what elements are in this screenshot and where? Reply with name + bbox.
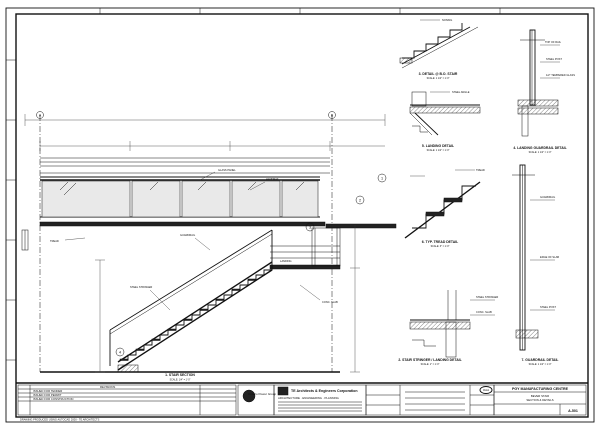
detail-3-title: 3. DETAIL @ B.O. STAIR — [419, 72, 458, 76]
note-edge-of-slab: EDGE OF SLAB — [540, 255, 559, 259]
detail-guardrail: GUARDRAIL EDGE OF SLAB STEEL POST — [512, 164, 559, 351]
detail-7-title: 7. GUARDRAIL DETAIL — [522, 358, 559, 362]
detail-stringer-landing: STEEL STRINGER CONC. SLAB 2. STAIR STRIN… — [398, 290, 558, 366]
title-block: REVISIONS ISSUED FOR TENDER ISSUED FOR P… — [16, 382, 588, 422]
detail-7-scale: SCALE: 1 1/2" = 1'-0" — [529, 363, 552, 366]
detail-5-title: 5. LANDING DETAIL — [422, 144, 454, 148]
revision-3: ISSUED FOR CONSTRUCTION — [33, 397, 73, 401]
detail-5-scale: SCALE: 1 1/2" = 1'-0" — [427, 149, 450, 152]
note-steel-stringer: STEEL STRINGER — [130, 285, 152, 289]
note-handrail: HANDRAIL — [266, 177, 280, 181]
detail-1-title: 1. STAIR SECTION — [165, 373, 195, 377]
note-guardrail-detail: GUARDRAIL — [540, 195, 556, 199]
detail-6-scale: SCALE: 3" = 1'-0" — [431, 245, 450, 248]
note-stringer-detail: STEEL STRINGER — [476, 295, 498, 299]
note-tread: TREAD — [50, 239, 59, 243]
callout-2: 2 — [359, 199, 361, 203]
callout-3: 3 — [309, 226, 311, 230]
detail-6-title: 6. TYP. TREAD DETAIL — [422, 240, 458, 244]
revision-1: ISSUED FOR TENDER — [33, 389, 62, 393]
client-logo: Ontario Power Group — [248, 392, 277, 396]
detail-landing-guardrail-caption: 4. LANDING GUARDRAIL DETAIL SCALE: 1 1/2… — [513, 107, 567, 154]
detail-3-scale: SCALE: 1 1/2" = 1'-0" — [427, 77, 450, 80]
detail-bo-stair: NOSING 3. DETAIL @ B.O. STAIR SCALE: 1 1… — [399, 18, 479, 80]
detail-2-scale: SCALE: 1" = 1'-0" — [421, 363, 440, 366]
note-top-of-rail: TOP OF RAIL — [545, 40, 562, 44]
note-steel-post: STEEL POST — [546, 57, 562, 61]
callout-4: 4 — [119, 351, 121, 355]
detail-landing-guardrail: TOP OF RAIL STEEL POST 1/2" TEMPERED GLA… — [517, 29, 575, 137]
detail-4-scale: SCALE: 1 1/2" = 1'-0" — [529, 151, 552, 154]
revision-table — [17, 384, 237, 416]
note-steel-angle: STEEL ANGLE — [452, 90, 470, 94]
grid-bubble-a: A — [39, 113, 42, 117]
detail-1-scale: SCALE: 1/4" = 1'-0" — [170, 379, 191, 382]
firm-name: TE Architects & Engineers Corporation — [291, 389, 358, 393]
note-landing: LANDING — [280, 259, 292, 263]
note-guardrail: GUARDRAIL — [180, 233, 196, 237]
grid-bubble-b: B — [331, 113, 334, 117]
note-conc-slab-detail: CONC. SLAB — [476, 310, 492, 314]
stair-section: A B 1 2 3 4 GLASS PANEL HANDRAIL STEEL S… — [21, 111, 397, 382]
detail-4-title: 4. LANDING GUARDRAIL DETAIL — [513, 146, 566, 150]
project-name: PGY MANUFACTURING CENTRE — [512, 387, 569, 391]
detail-typ-tread: TREAD 6. TYP. TREAD DETAIL SCALE: 3" = 1… — [404, 168, 485, 248]
sheet-title-2: SECTION & DETAILS — [526, 398, 553, 402]
stamp-seal — [479, 386, 493, 394]
note-glass-panel: GLASS PANEL — [218, 168, 236, 172]
callout-1: 1 — [381, 177, 383, 181]
sheet-title-1: BEVER STAIR — [531, 394, 549, 398]
border-ticks — [6, 8, 501, 361]
detail-2-title: 2. STAIR STRINGER / LANDING DETAIL — [398, 358, 461, 362]
footer-note: DRAWING PRODUCED USING AUTOCAD 2000 - TE… — [20, 418, 100, 422]
note-steel-post-detail: STEEL POST — [540, 305, 556, 309]
note-tread-detail: TREAD — [476, 168, 485, 172]
inner-border — [15, 13, 589, 418]
revision-header: REVISIONS — [100, 385, 115, 389]
note-nosing: NOSING — [442, 18, 452, 22]
detail-landing: STEEL ANGLE 5. LANDING DETAIL SCALE: 1 1… — [409, 90, 481, 152]
revision-2: ISSUED FOR PERMIT — [33, 393, 62, 397]
note-conc-slab: CONC. SLAB — [322, 300, 338, 304]
stamp: OAA — [483, 388, 489, 392]
note-tempered-glass: 1/2" TEMPERED GLASS — [546, 73, 575, 77]
sheet-number: A-501 — [568, 409, 578, 413]
firm-sub: ARCHITECTURE · ENGINEERING · PLANNING — [278, 396, 339, 400]
